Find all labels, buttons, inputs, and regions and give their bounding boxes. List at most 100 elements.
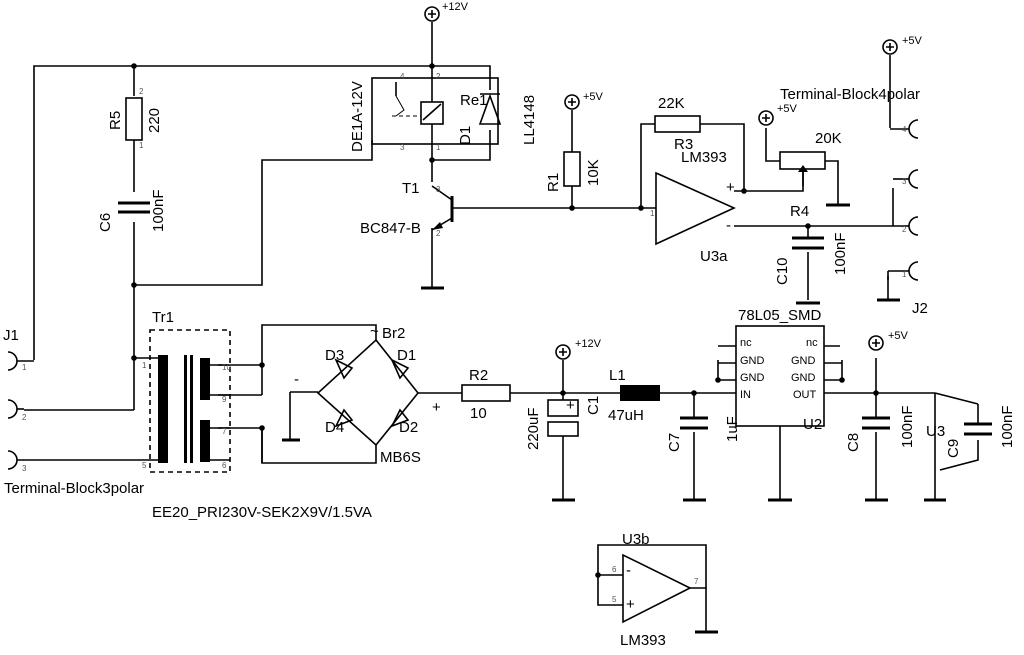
svg-text:D1: D1 [397, 347, 416, 364]
svg-text:+: + [726, 179, 735, 196]
svg-text:-: - [726, 217, 731, 234]
svg-text:1: 1 [139, 141, 144, 150]
supply-5v-c8: +5V [868, 330, 909, 351]
svg-text:7: 7 [222, 427, 227, 436]
svg-text:LL4148: LL4148 [521, 95, 538, 145]
svg-text:1: 1 [436, 143, 441, 152]
svg-text:GND: GND [740, 355, 765, 367]
svg-text:Br2: Br2 [382, 325, 405, 342]
svg-text:-: - [626, 562, 631, 579]
resistor-r5: R5 220 21 [107, 87, 163, 150]
svg-text:BC847-B: BC847-B [360, 220, 421, 237]
svg-text:J2: J2 [912, 300, 928, 317]
svg-text:nc: nc [806, 337, 818, 349]
inductor-l1: L1 47uH [608, 367, 660, 424]
svg-text:U2: U2 [803, 416, 822, 433]
svg-text:GND: GND [740, 372, 765, 384]
svg-text:R3: R3 [674, 136, 693, 153]
svg-text:IN: IN [740, 389, 751, 401]
svg-text:nc: nc [740, 337, 752, 349]
junction-dots [131, 63, 879, 578]
regulator-u2: 78L05_SMD nc GND GND IN nc GND GND OUT U… [718, 307, 842, 433]
svg-text:2: 2 [22, 413, 27, 422]
svg-text:6: 6 [612, 565, 617, 574]
svg-text:2: 2 [902, 225, 907, 234]
svg-text:47uH: 47uH [608, 407, 644, 424]
svg-text:-: - [294, 371, 299, 388]
j1-label: J1 [3, 327, 19, 344]
svg-text:100nF: 100nF [999, 405, 1016, 448]
potentiometer-r4: 20K R4 [779, 130, 842, 220]
diode-d1: D1 LL4148 [457, 93, 538, 145]
svg-text:R4: R4 [790, 203, 809, 220]
j1-part-label: Terminal-Block3polar [4, 480, 144, 497]
svg-text:20K: 20K [815, 130, 842, 147]
capacitor-c7: C7 1uF [666, 416, 741, 452]
resistor-r3: 22K R3 [654, 95, 701, 153]
svg-text:Re1: Re1 [460, 92, 488, 109]
wires [24, 22, 979, 632]
svg-text:U3b: U3b [622, 531, 650, 548]
supply-5v-r4: +5V [758, 103, 798, 126]
svg-text:MB6S: MB6S [380, 449, 421, 466]
svg-text:3: 3 [902, 177, 907, 186]
svg-text:GND: GND [791, 372, 816, 384]
svg-text:D4: D4 [325, 419, 344, 436]
supply-12v-c1: +12V [555, 338, 602, 360]
svg-text:220: 220 [146, 108, 163, 133]
svg-text:R2: R2 [469, 367, 488, 384]
svg-text:1uF: 1uF [724, 416, 741, 442]
svg-text:D1: D1 [457, 126, 474, 145]
svg-text:2: 2 [139, 87, 144, 96]
svg-text:78L05_SMD: 78L05_SMD [738, 307, 822, 324]
capacitor-c1: + 220uF C1 [525, 396, 602, 450]
svg-text:LM393: LM393 [681, 149, 727, 166]
supply-5v-j2: +5V [882, 35, 923, 55]
resistor-r2: R2 10 [461, 367, 511, 422]
svg-text:3: 3 [400, 143, 405, 152]
svg-text:C9: C9 [945, 439, 962, 458]
svg-text:100nF: 100nF [899, 405, 916, 448]
svg-text:100nF: 100nF [150, 189, 167, 232]
svg-text:GND: GND [791, 355, 816, 367]
svg-text:2: 2 [436, 72, 441, 81]
capacitor-c8: C8 100nF [845, 405, 916, 452]
svg-text:10: 10 [222, 363, 231, 372]
svg-text:+5V: +5V [777, 103, 798, 115]
svg-text:+5V: +5V [888, 330, 909, 342]
svg-text:R1: R1 [545, 173, 562, 192]
svg-text:+: + [432, 399, 441, 416]
transformer-tr1: Tr1 EE20_PRI230V-SEK2X9V/1.5VA 15 109 76 [142, 309, 372, 521]
svg-text:C1: C1 [585, 396, 602, 415]
opamp-u3b: - + U3b LM393 65 7 [612, 531, 699, 649]
svg-text:T1: T1 [402, 180, 420, 197]
bridge-rectifier-br2: ~ Br2 D3 D1 D4 D2 MB6S - + [294, 323, 441, 466]
svg-text:Terminal-Block4polar: Terminal-Block4polar [780, 86, 920, 103]
supply-5v-r1: +5V [564, 91, 604, 110]
svg-text:9: 9 [222, 395, 227, 404]
svg-text:Tr1: Tr1 [152, 309, 174, 326]
svg-text:3: 3 [22, 464, 27, 473]
svg-text:1: 1 [142, 361, 147, 370]
svg-text:10: 10 [470, 405, 487, 422]
svg-text:LM393: LM393 [620, 632, 666, 649]
svg-text:22K: 22K [658, 95, 685, 112]
svg-text:+: + [566, 397, 575, 414]
u3-label: U3 [926, 423, 945, 440]
svg-text:C8: C8 [845, 433, 862, 452]
capacitor-c10: C10 100nF [774, 232, 849, 285]
svg-text:L1: L1 [609, 367, 626, 384]
svg-text:+12V: +12V [442, 1, 469, 13]
svg-text:+12V: +12V [575, 338, 602, 350]
svg-text:D2: D2 [399, 419, 418, 436]
svg-text:4: 4 [400, 72, 405, 81]
svg-text:+5V: +5V [583, 91, 604, 103]
svg-text:OUT: OUT [793, 389, 817, 401]
svg-text:4: 4 [902, 125, 907, 134]
svg-text:D3: D3 [325, 347, 344, 364]
svg-text:6: 6 [222, 461, 227, 470]
transistor-t1: T1 BC847-B 32 [360, 180, 454, 238]
terminal-block-j2: Terminal-Block4polar 43 21 J2 [780, 86, 928, 317]
svg-text:EE20_PRI230V-SEK2X9V/1.5VA: EE20_PRI230V-SEK2X9V/1.5VA [152, 504, 372, 521]
